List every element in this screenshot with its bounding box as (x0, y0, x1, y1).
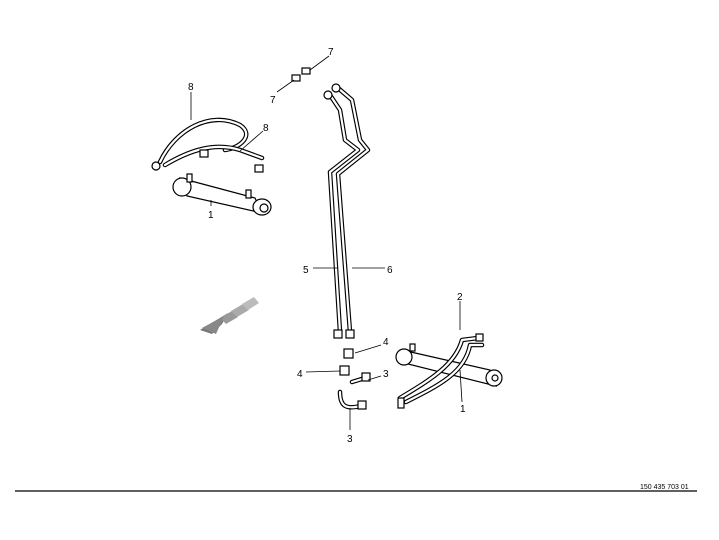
callout-6: 6 (387, 265, 393, 276)
pipes-center (323, 83, 371, 339)
callout-1: 1 (208, 210, 214, 221)
callout-7: 7 (270, 95, 276, 106)
hose-right (397, 333, 485, 409)
callout-4: 4 (297, 369, 303, 380)
callout-1: 1 (460, 404, 466, 415)
callout-7: 7 (328, 47, 334, 58)
callout-4: 4 (383, 337, 389, 348)
reference-number: 150 435 703 01 (640, 484, 689, 491)
nuts (291, 67, 311, 82)
direction-arrow-icon (200, 297, 259, 334)
leader-lines (190, 55, 463, 430)
fittings (337, 348, 371, 410)
callout-8: 8 (263, 123, 269, 134)
callout-3: 3 (383, 369, 389, 380)
cylinder-right (395, 343, 503, 387)
callout-2: 2 (457, 292, 463, 303)
callout-3: 3 (347, 434, 353, 445)
hoses-left (151, 117, 265, 173)
callout-8: 8 (188, 82, 194, 93)
callout-5: 5 (303, 265, 309, 276)
cylinder-left (172, 173, 272, 216)
